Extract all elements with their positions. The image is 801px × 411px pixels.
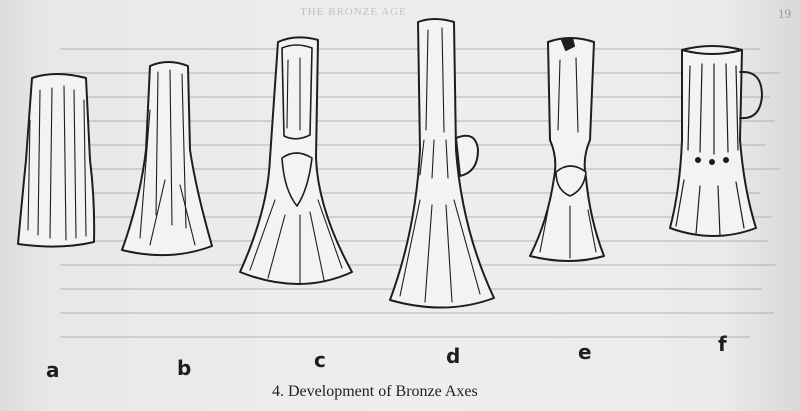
- figure-caption: 4. Development of Bronze Axes: [272, 383, 478, 401]
- axe-f-label: f: [718, 332, 727, 356]
- axe-a-drawing: [18, 74, 94, 247]
- axe-e-drawing: [530, 38, 604, 261]
- axe-f-drawing: [670, 46, 762, 236]
- axe-b-label: b: [177, 356, 191, 380]
- axe-e-label: e: [578, 340, 592, 364]
- axe-d-drawing: [390, 19, 494, 308]
- axe-c-label: c: [314, 348, 326, 372]
- axe-a-label: a: [46, 358, 60, 382]
- axe-d-label: d: [446, 344, 460, 368]
- axe-c-drawing: [240, 37, 352, 284]
- axe-b-drawing: [122, 62, 212, 255]
